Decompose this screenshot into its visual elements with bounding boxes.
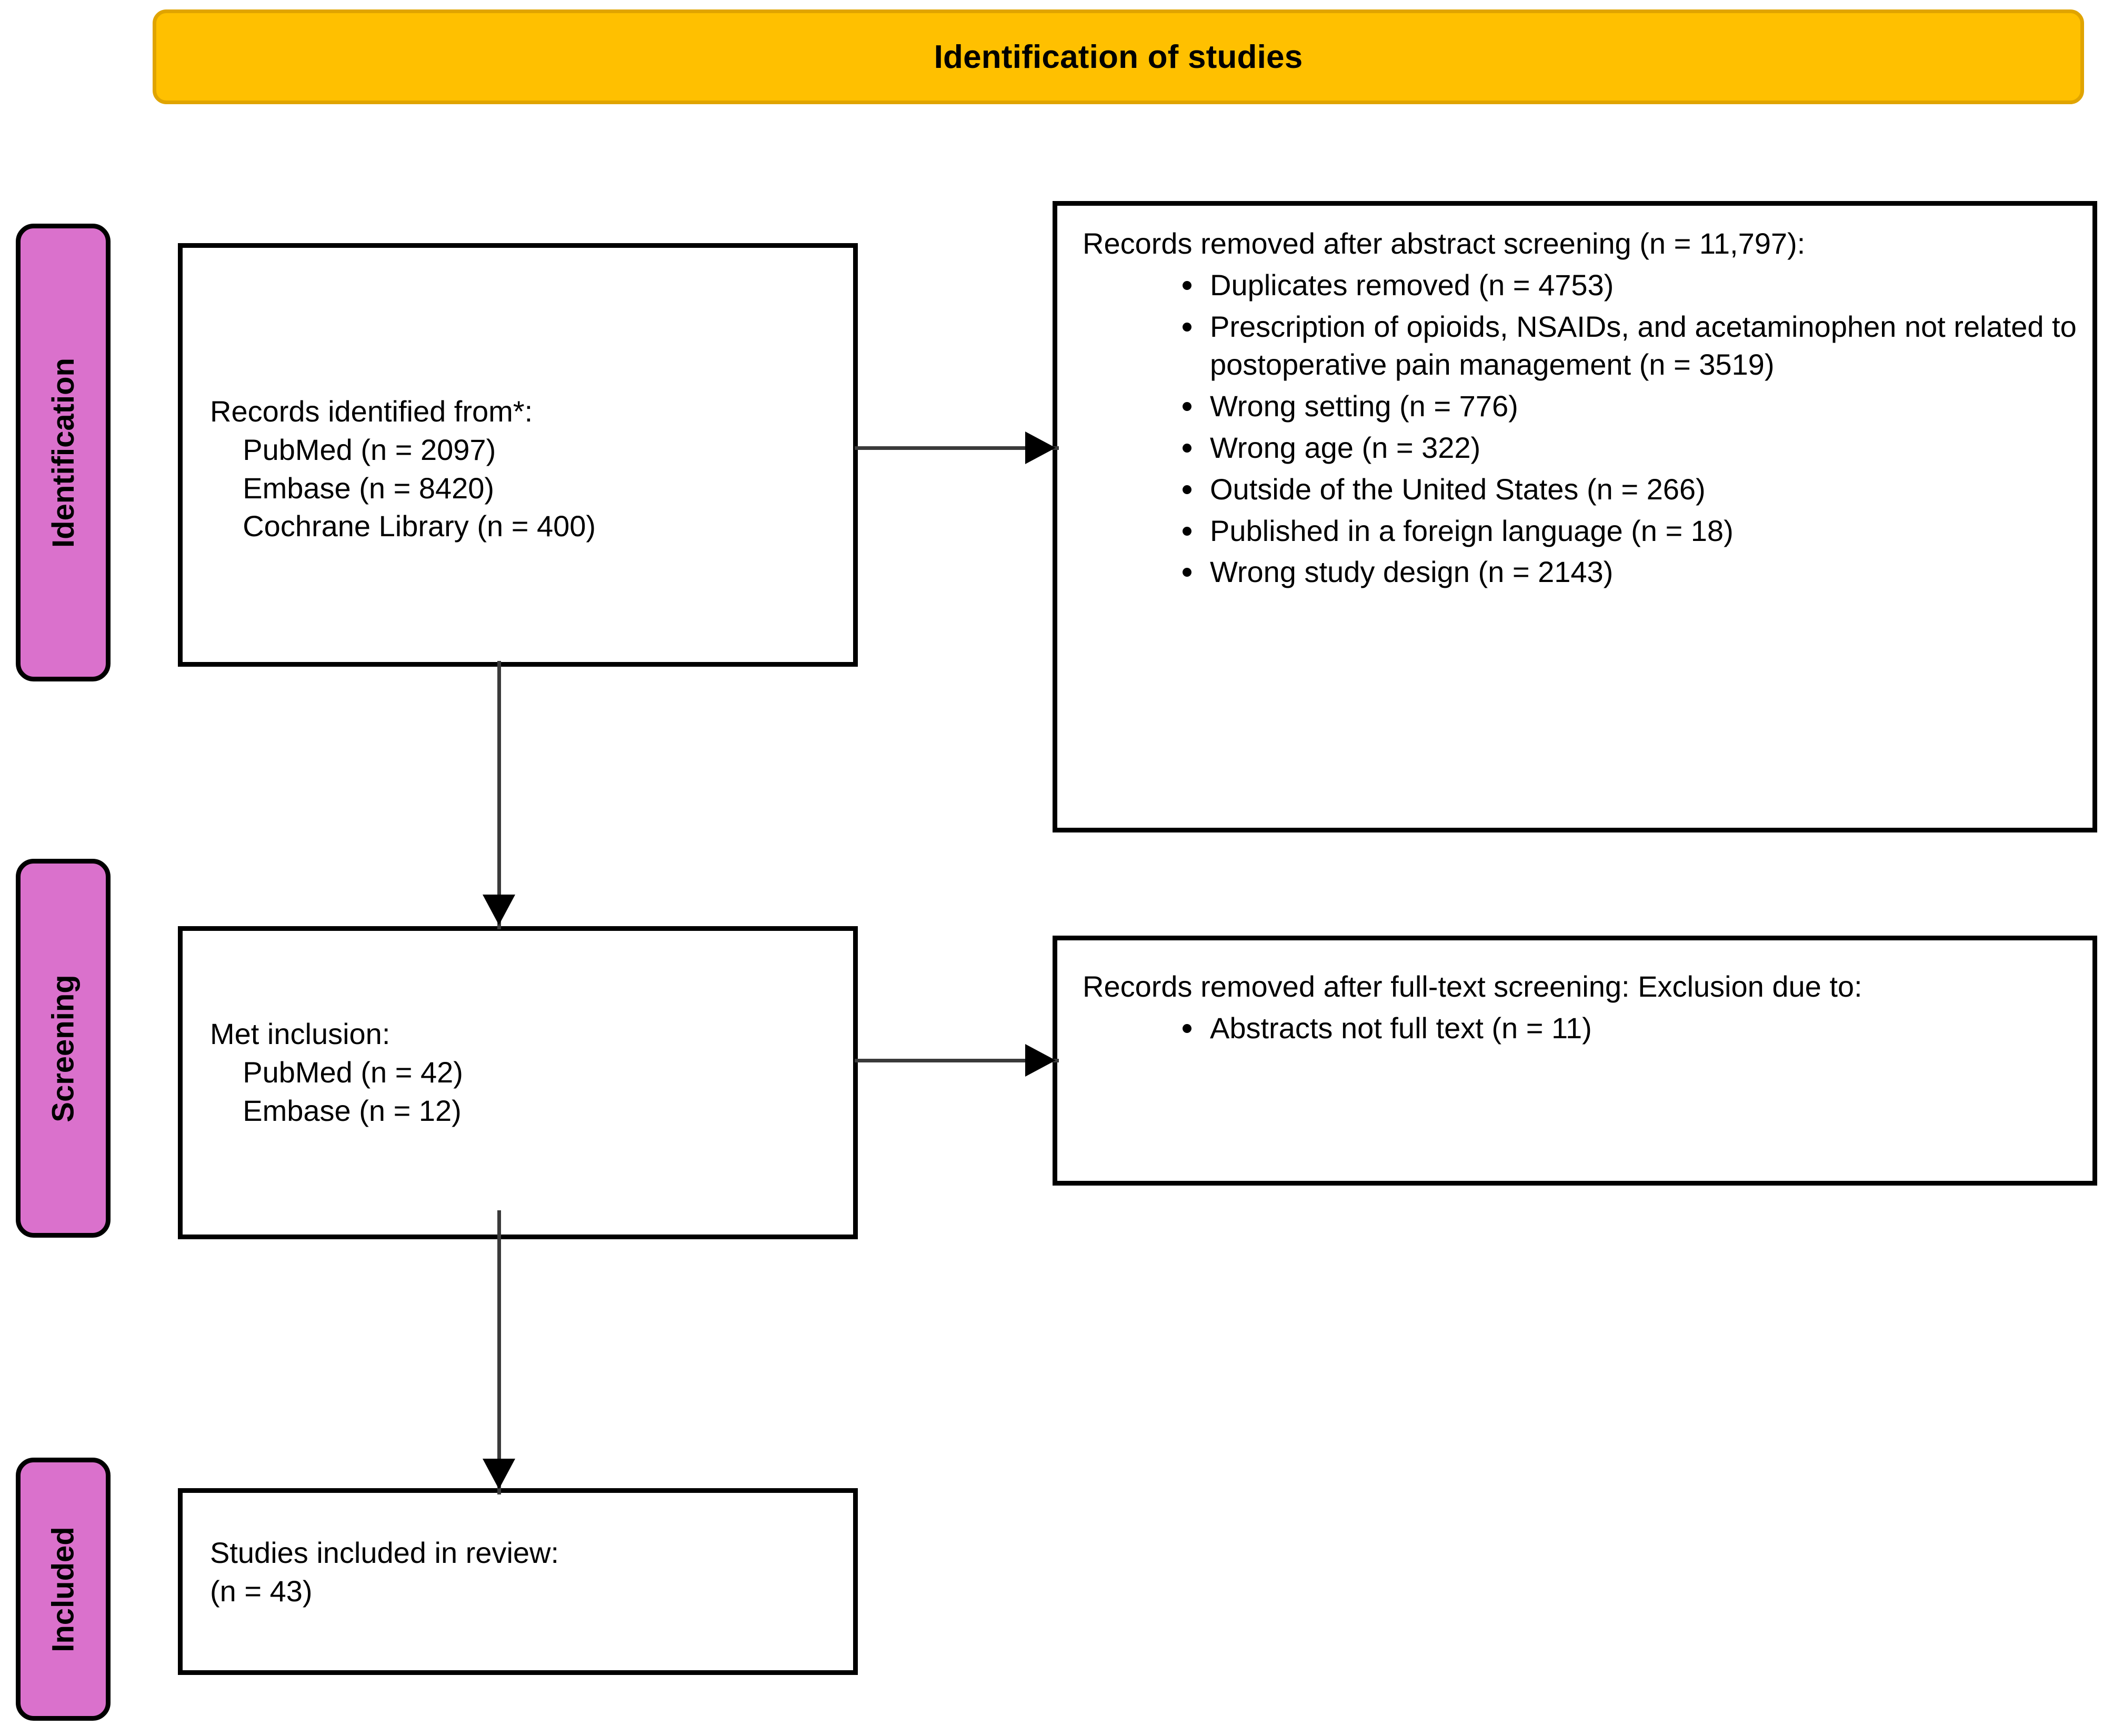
box-studies-included: Studies included in review: (n = 43)	[178, 1488, 858, 1675]
connector-identified-to-removed-abstract-line	[855, 446, 1059, 450]
box-records-removed-abstract-lead: Records removed after abstract screening…	[1083, 227, 1806, 260]
diagram-header-banner: Identification of studies	[153, 9, 2084, 104]
stage-label-included: Included	[16, 1458, 111, 1721]
list-item: Outside of the United States (n = 266)	[1177, 470, 2078, 509]
box-records-removed-fulltext: Records removed after full-text screenin…	[1053, 936, 2097, 1186]
box-records-removed-abstract-content: Records removed after abstract screening…	[1083, 225, 2078, 595]
stage-label-identification-text: Identification	[46, 357, 81, 548]
arrow-right-icon	[1025, 432, 1056, 464]
list-item: Wrong age (n = 322)	[1177, 429, 2078, 467]
box-records-removed-abstract: Records removed after abstract screening…	[1053, 201, 2097, 832]
box-records-removed-fulltext-content: Records removed after full-text screenin…	[1083, 968, 2078, 1051]
connector-met-inclusion-to-included-line	[497, 1210, 501, 1494]
arrow-right-icon	[1025, 1044, 1056, 1077]
box-met-inclusion-text: Met inclusion: PubMed (n = 42) Embase (n…	[210, 1017, 463, 1127]
stage-label-screening: Screening	[16, 859, 111, 1238]
box-records-identified-text: Records identified from*: PubMed (n = 20…	[210, 395, 596, 543]
arrow-down-icon	[483, 895, 515, 925]
list-item: Prescription of opioids, NSAIDs, and ace…	[1177, 308, 2078, 385]
box-met-inclusion: Met inclusion: PubMed (n = 42) Embase (n…	[178, 926, 858, 1239]
list-item: Abstracts not full text (n = 11)	[1177, 1009, 2078, 1048]
box-records-removed-abstract-bullets: Duplicates removed (n = 4753) Prescripti…	[1083, 266, 2078, 591]
box-studies-included-text: Studies included in review: (n = 43)	[210, 1536, 559, 1608]
box-records-identified: Records identified from*: PubMed (n = 20…	[178, 243, 858, 667]
box-records-removed-fulltext-bullets: Abstracts not full text (n = 11)	[1083, 1009, 2078, 1048]
list-item: Duplicates removed (n = 4753)	[1177, 266, 2078, 305]
connector-identified-to-met-inclusion-line	[497, 661, 501, 929]
diagram-title: Identification of studies	[934, 38, 1303, 75]
list-item: Wrong study design (n = 2143)	[1177, 553, 2078, 591]
list-item: Published in a foreign language (n = 18)	[1177, 512, 2078, 550]
stage-label-screening-text: Screening	[46, 974, 81, 1122]
box-records-removed-fulltext-lead: Records removed after full-text screenin…	[1083, 970, 1862, 1003]
stage-label-included-text: Included	[46, 1526, 81, 1652]
arrow-down-icon	[483, 1459, 515, 1489]
stage-label-identification: Identification	[16, 224, 111, 681]
connector-met-inclusion-to-removed-fulltext-line	[855, 1059, 1059, 1062]
list-item: Wrong setting (n = 776)	[1177, 387, 2078, 426]
